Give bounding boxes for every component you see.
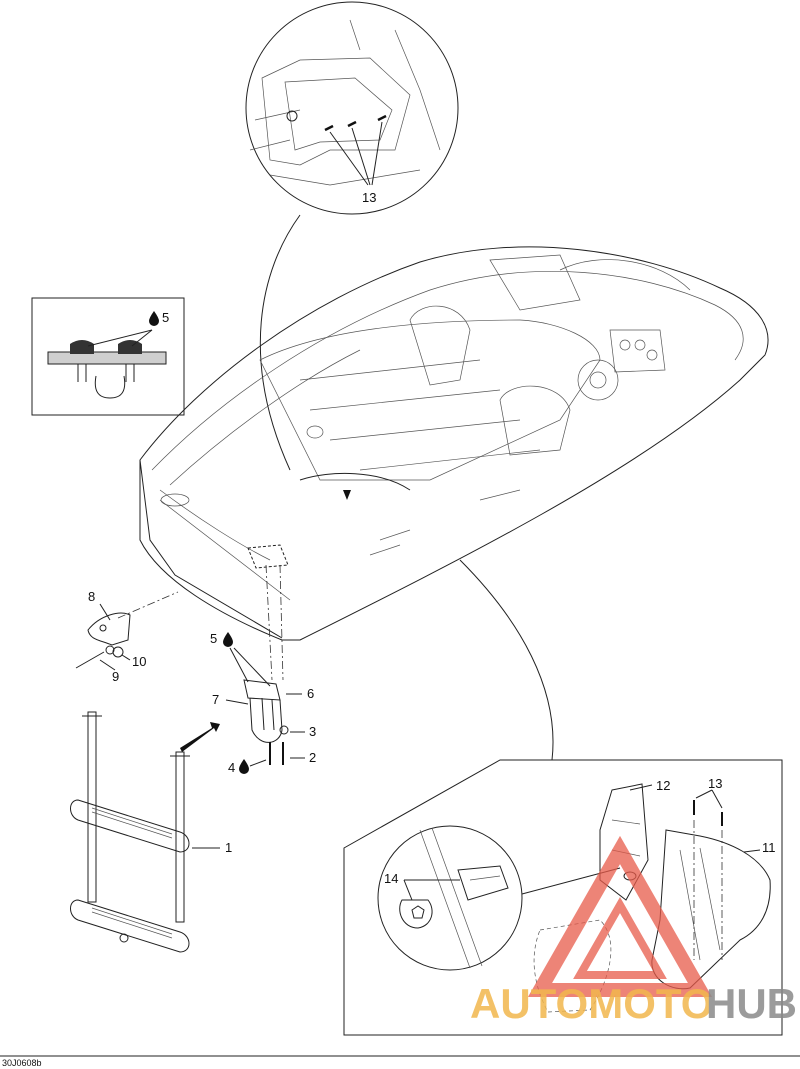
drop-icon (239, 759, 249, 774)
callout-8: 8 (88, 589, 95, 604)
reference-code: 30J0608b (2, 1058, 42, 1068)
top-detail-circle: 13 (245, 1, 459, 215)
screw-2-4: 2 4 (228, 742, 316, 775)
screw-icon (324, 114, 387, 132)
callout-12: 12 (656, 778, 670, 793)
bracket-7: 7 (212, 679, 283, 743)
watermark-part2: HUB (706, 980, 797, 1027)
watermark-part1: AUTOMOTO (470, 980, 713, 1027)
drop-icon (223, 632, 233, 647)
callout-10: 10 (132, 654, 146, 669)
inset-detail-box: 5 (31, 297, 185, 416)
washer-3: 3 (279, 724, 316, 739)
callout-9: 9 (112, 669, 119, 684)
callout-11: 11 (762, 840, 776, 855)
screw-9: 9 (75, 645, 119, 684)
callout-1: 1 (225, 840, 232, 855)
callout-6: 6 (307, 686, 314, 701)
callout-5-inset: 5 (162, 310, 169, 325)
callout-3: 3 (309, 724, 316, 739)
bracket-8: 8 (87, 589, 131, 646)
drop-icon (149, 311, 159, 326)
callout-4: 4 (228, 760, 235, 775)
callout-14: 14 (384, 871, 398, 886)
boarding-ladder: 1 (70, 711, 232, 953)
watermark-text: AUTOMOTO HUB (470, 980, 797, 1027)
lower-detail-box: 14 12 11 13 (343, 759, 783, 1036)
bracket-6-label: 6 (286, 686, 314, 701)
boat-illustration (139, 246, 769, 641)
callout-7: 7 (212, 692, 219, 707)
callout-5-bracket: 5 (210, 631, 217, 646)
callout-13-bottom: 13 (708, 776, 722, 791)
watermark-logo (527, 835, 713, 997)
washer-10: 10 (112, 646, 146, 669)
callout-13-top: 13 (362, 190, 376, 205)
adhesive-5: 5 (210, 631, 271, 687)
callout-2: 2 (309, 750, 316, 765)
